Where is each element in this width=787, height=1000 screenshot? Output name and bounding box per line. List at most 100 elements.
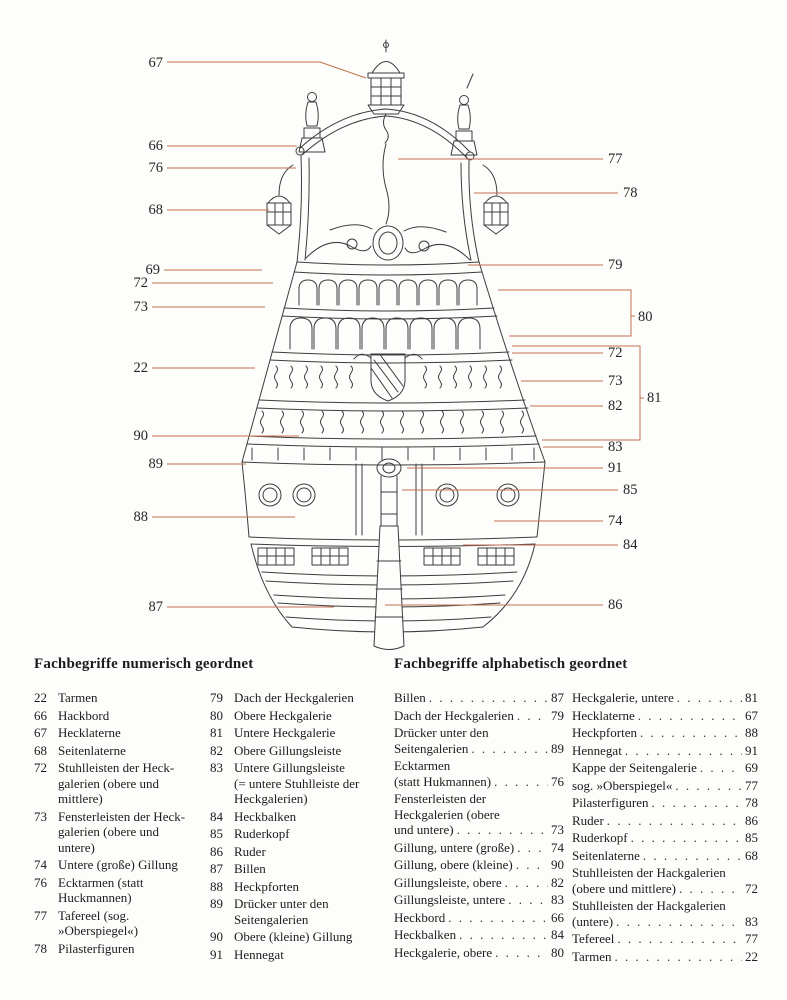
index-term: Billen xyxy=(394,690,426,705)
term-number: 66 xyxy=(34,707,47,723)
index-term: Gillung, obere (kleine) xyxy=(394,857,513,872)
dot-leader xyxy=(508,892,548,908)
alpha-index-entry: Gillung, obere (kleine) 90 xyxy=(394,857,564,873)
alpha-index-entry: Hennegat91 xyxy=(572,743,758,759)
side-lantern-left xyxy=(266,164,294,235)
callout-number-73-left: 73 xyxy=(134,299,149,315)
index-term: Tefereel xyxy=(572,931,615,946)
index-line: Gillungsleiste, untere 83 xyxy=(394,892,564,908)
dot-leader xyxy=(494,774,548,790)
dot-leader xyxy=(643,848,742,864)
dot-leader xyxy=(505,875,548,891)
callout-number-85: 85 xyxy=(623,482,638,498)
index-term: Heckgalerien (obere xyxy=(394,806,500,822)
dot-leader xyxy=(652,795,742,811)
dot-leader xyxy=(516,857,548,873)
alpha-index-entry: Pilasterfiguren78 xyxy=(572,795,758,811)
callout-number-72-left: 72 xyxy=(134,275,149,291)
term-number: 83 xyxy=(210,760,223,775)
index-term: (statt Hukmannen) xyxy=(394,773,492,789)
dot-leader xyxy=(607,813,742,829)
index-term: Dach der Heckgalerien xyxy=(394,707,514,723)
index-number: 68 xyxy=(745,847,758,863)
index-line: und untere)73 xyxy=(394,822,564,838)
term-text: Seitenlaterne xyxy=(58,742,126,758)
term-number: 72 xyxy=(34,760,47,775)
term-number: 77 xyxy=(34,907,47,923)
index-number: 69 xyxy=(745,760,758,775)
index-term: Heckgalerie, obere xyxy=(394,944,493,960)
index-line: Gillung, untere (große)74 xyxy=(394,840,564,856)
index-number: 90 xyxy=(551,857,564,872)
numeric-term-entry: 77 Tafereel (sog.»Oberspiegel«) xyxy=(34,908,204,939)
dot-leader xyxy=(616,914,742,930)
term-text: Tafereel (sog.»Oberspiegel«) xyxy=(58,907,139,939)
callout-number-91: 91 xyxy=(608,460,623,476)
alpha-index-entry: Heckbord66 xyxy=(394,910,564,926)
callout-number-81: 81 xyxy=(647,390,662,406)
index-term: Kappe der Seitengalerie xyxy=(572,760,697,775)
term-text: Tarmen xyxy=(58,690,98,705)
dot-leader xyxy=(631,830,742,846)
term-text: Obere (kleine) Gillung xyxy=(234,929,353,944)
index-line: Seitenlaterne68 xyxy=(572,848,758,864)
index-number: 22 xyxy=(745,948,758,964)
index-term: Heckbalken xyxy=(394,927,457,942)
callout-number-77: 77 xyxy=(608,151,623,167)
index-term: Ruder xyxy=(572,812,604,828)
index-number: 74 xyxy=(551,839,564,855)
dot-leader xyxy=(617,931,742,947)
index-line: Billen87 xyxy=(394,690,564,706)
index-line: Drücker unter den xyxy=(394,725,564,741)
index-term: Ecktarmen xyxy=(394,758,451,773)
callout-number-73-right: 73 xyxy=(608,373,623,389)
stern-diagram: 67 66 76 68 69 72 73 22 90 89 88 87 77 7… xyxy=(134,39,662,650)
index-term: (untere) xyxy=(572,913,614,929)
index-number: 81 xyxy=(745,690,758,705)
term-text: Hackbord xyxy=(58,707,110,723)
callout-number-69: 69 xyxy=(146,262,161,278)
index-line: Dach der Heckgalerien79 xyxy=(394,708,564,724)
callout-number-72-right: 72 xyxy=(608,345,623,361)
index-term: Gillungsleiste, obere xyxy=(394,874,502,890)
dot-leader xyxy=(448,910,548,926)
index-number: 86 xyxy=(745,812,758,828)
index-number: 77 xyxy=(745,931,758,946)
alpha-index-entry: Seitenlaterne68 xyxy=(572,848,758,864)
callout-number-84: 84 xyxy=(623,537,638,553)
index-term: Stuhlleisten der Hackgalerien xyxy=(572,898,726,913)
index-line: (untere)83 xyxy=(572,914,758,930)
dot-leader xyxy=(679,881,742,897)
rudder-head xyxy=(376,458,402,536)
alpha-index-entry: Ruderkopf85 xyxy=(572,830,758,846)
index-line: Fensterleisten der xyxy=(394,791,564,807)
term-number: 88 xyxy=(210,878,223,894)
index-number: 83 xyxy=(551,892,564,907)
index-line: Hecklaterne67 xyxy=(572,708,758,724)
index-line: sog. »Oberspiegel«77 xyxy=(572,778,758,794)
term-number: 81 xyxy=(210,725,223,740)
term-number: 84 xyxy=(210,808,223,824)
term-number: 79 xyxy=(210,690,223,705)
term-number: 87 xyxy=(210,861,223,876)
term-text: Dach der Heckgalerien xyxy=(234,690,354,705)
dot-leader xyxy=(700,760,742,776)
callout-lines xyxy=(152,61,644,608)
index-line: Kappe der Seitengalerie 69 xyxy=(572,760,758,776)
dot-leader xyxy=(640,725,742,741)
stern-lantern xyxy=(367,39,405,144)
alpha-index-entry: Stuhlleisten der Hackgalerien(untere)83 xyxy=(572,898,758,929)
index-term: Gillungsleiste, untere xyxy=(394,892,506,907)
callout-number-89: 89 xyxy=(149,456,164,472)
